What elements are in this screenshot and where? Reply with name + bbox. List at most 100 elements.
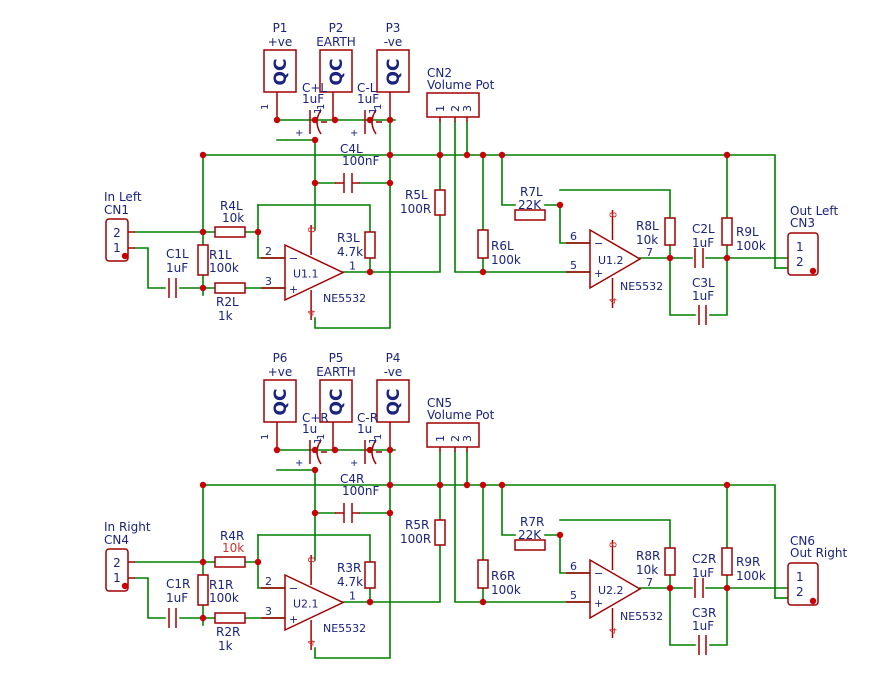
wire xyxy=(544,534,591,574)
junction-dot xyxy=(386,151,394,159)
qc-pin-number: 1 xyxy=(260,434,271,440)
junction-dot xyxy=(479,481,487,489)
opamp-pin-number: 5 xyxy=(570,259,577,272)
capacitor-plus-sign: + xyxy=(295,458,303,469)
wire xyxy=(454,451,591,603)
qc-box xyxy=(376,379,410,423)
capacitor-plus-sign: + xyxy=(295,128,303,139)
junction-dot xyxy=(723,481,731,489)
resistor-value: 100k xyxy=(209,261,239,275)
resistor-value: 1k xyxy=(218,309,233,323)
junction-dot xyxy=(311,509,319,517)
input-connector-ref: CN1 xyxy=(104,203,129,217)
junction-dot xyxy=(311,116,319,124)
resistor-body xyxy=(477,229,489,259)
wire xyxy=(501,484,516,536)
volume-pot-label: Volume Pot xyxy=(427,78,495,92)
junction-dot xyxy=(436,151,444,159)
power-connector-label: -ve xyxy=(384,35,403,49)
resistor-ref: R9L xyxy=(736,225,759,239)
wire xyxy=(669,574,696,646)
output-connector-title: Out Right xyxy=(790,546,847,560)
junction-dot xyxy=(254,228,262,236)
output-connector-pin-number: 1 xyxy=(796,240,804,254)
power-connector-ref: P6 xyxy=(273,351,288,365)
capacitor-value: 100nF xyxy=(342,484,380,498)
resistor-body xyxy=(214,612,246,624)
qc-pin-number: 1 xyxy=(316,104,327,110)
opamp-pin-number: 4 xyxy=(609,628,620,634)
junction-dot xyxy=(809,267,817,275)
capacitor-ref: C3L xyxy=(692,276,715,290)
volume-pot-pin-number: 3 xyxy=(461,435,474,442)
opamp-ref: U2.2 xyxy=(598,584,624,597)
input-connector-title: In Right xyxy=(104,520,151,534)
wire xyxy=(134,247,166,289)
opamp-plus-sign: + xyxy=(594,597,603,610)
junctions xyxy=(199,116,731,292)
volume-pot-body xyxy=(426,422,480,448)
qc-label: QC xyxy=(384,389,404,416)
junction-dot xyxy=(311,136,319,144)
opamp-pin-number: 8 xyxy=(609,212,620,218)
resistor-body xyxy=(477,559,489,589)
capacitor-value: 1u xyxy=(302,422,317,436)
capacitor-value: 1uF xyxy=(357,92,379,106)
junction-dot xyxy=(386,446,394,454)
resistor-body xyxy=(664,547,676,576)
volume-pot-ref: CN2 xyxy=(427,66,452,80)
opamp-minus-sign: − xyxy=(289,252,298,265)
resistor-body xyxy=(197,574,209,606)
junction-dot xyxy=(366,268,374,276)
junction-dot xyxy=(311,466,319,474)
opamp-minus-sign: − xyxy=(289,582,298,595)
resistor-ref: R4R xyxy=(220,529,244,543)
resistor-ref: R2R xyxy=(216,625,240,639)
resistor-ref: R1L xyxy=(209,248,232,262)
resistor-value: 100k xyxy=(736,569,766,583)
opamp-body xyxy=(284,243,345,302)
opamp-pin-number: 2 xyxy=(265,245,272,258)
resistor-value: 100k xyxy=(736,239,766,253)
opamp-pin-number: 7 xyxy=(646,246,653,259)
capacitor-ref: C4L xyxy=(340,142,363,156)
input-connector-pin-number: 1 xyxy=(113,241,121,255)
wire xyxy=(709,587,728,646)
capacitor-value: 1uF xyxy=(692,619,714,633)
wire xyxy=(202,484,776,599)
resistor-ref: R7R xyxy=(520,515,544,529)
resistor-value: 10k xyxy=(222,541,244,555)
junction-dot xyxy=(366,598,374,606)
input-connector-pin-number: 2 xyxy=(113,556,121,570)
opamp-ref: U2.1 xyxy=(293,598,319,611)
wire xyxy=(342,214,441,273)
opamp-part: NE5532 xyxy=(620,280,663,293)
input-connector-pin-number: 2 xyxy=(113,226,121,240)
power-connector-label: -ve xyxy=(384,365,403,379)
wire xyxy=(202,154,776,269)
resistor-value: 100k xyxy=(491,253,521,267)
junction-dot xyxy=(479,598,487,606)
capacitor-value: 1uF xyxy=(692,236,714,250)
resistor-value: 1k xyxy=(218,639,233,653)
capacitor-value: 1uF xyxy=(166,261,188,275)
